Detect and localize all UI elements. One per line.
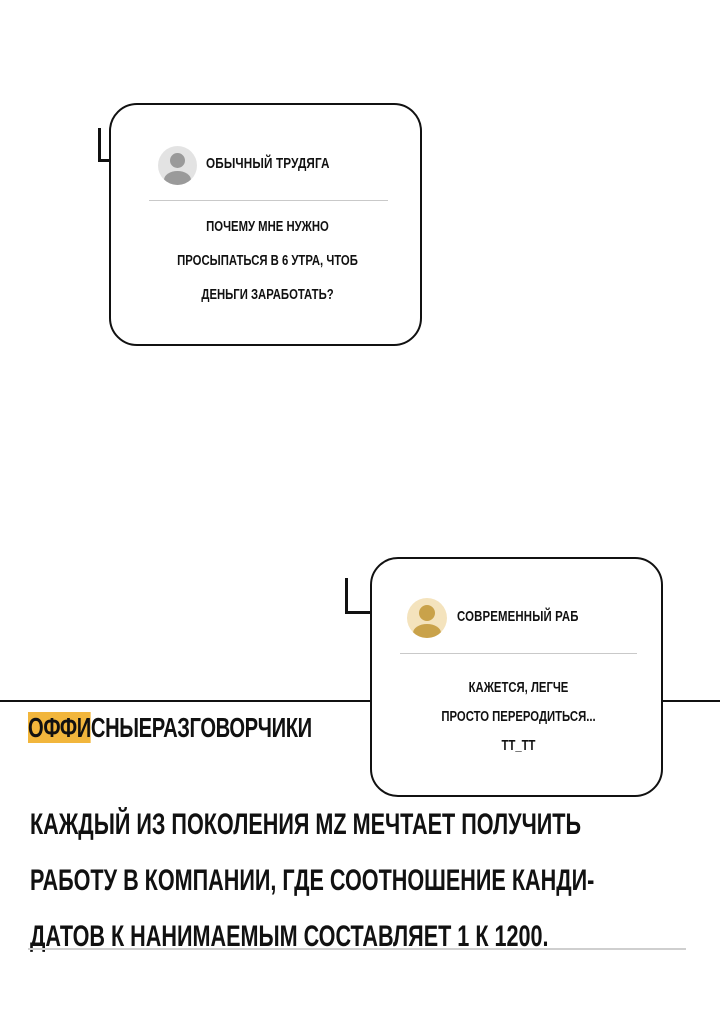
comment-text: КАЖЕТСЯ, ЛЕГЧЕ ПРОСТО ПЕРЕРОДИТЬСЯ... ТТ…	[372, 674, 665, 761]
article-line: КАЖДЫЙ ИЗ ПОКОЛЕНИЯ MZ МЕЧТАЕТ ПОЛУЧИТЬ	[30, 808, 582, 841]
article-underline	[28, 948, 686, 950]
comment-line: КАЖЕТСЯ, ЛЕГЧЕ	[468, 680, 569, 696]
divider	[400, 653, 637, 654]
comment-line: ТТ_ТТ	[501, 738, 536, 754]
article-text: КАЖДЫЙ ИЗ ПОКОЛЕНИЯ MZ МЕЧТАЕТ ПОЛУЧИТЬ …	[30, 797, 594, 965]
user-avatar-icon[interactable]	[407, 598, 447, 638]
divider	[149, 200, 388, 201]
brand-rest: СНЫЕРАЗГОВОРЧИКИ	[90, 712, 312, 743]
comment-text: ПОЧЕМУ МНЕ НУЖНО ПРОСЫПАТЬСЯ В 6 УТРА, Ч…	[111, 210, 424, 312]
comment-line: ДЕНЬГИ ЗАРАБОТАТЬ?	[201, 287, 334, 303]
article-line: РАБОТУ В КОМПАНИИ, ГДЕ СООТНОШЕНИЕ КАНДИ…	[30, 864, 595, 897]
comment-line: ПРОСЫПАТЬСЯ В 6 УТРА, ЧТОБ	[177, 253, 358, 269]
brand-highlight: ОФФИ	[28, 712, 91, 743]
username[interactable]: ОБЫЧНЫЙ ТРУДЯГА	[206, 155, 330, 172]
brand-title: ОФФИСНЫЕРАЗГОВОРЧИКИ	[28, 712, 312, 744]
comment-line: ПОЧЕМУ МНЕ НУЖНО	[206, 219, 329, 235]
user-avatar-icon[interactable]	[158, 146, 197, 185]
article-line: ДАТОВ К НАНИМАЕМЫМ СОСТАВЛЯЕТ 1 К 1200.	[30, 920, 549, 953]
comment-line: ПРОСТО ПЕРЕРОДИТЬСЯ...	[441, 709, 596, 725]
header-rule	[0, 700, 720, 702]
comment-card-1: ОБЫЧНЫЙ ТРУДЯГА ПОЧЕМУ МНЕ НУЖНО ПРОСЫПА…	[109, 103, 422, 346]
comment-card-2: СОВРЕМЕННЫЙ РАБ КАЖЕТСЯ, ЛЕГЧЕ ПРОСТО ПЕ…	[370, 557, 663, 797]
username[interactable]: СОВРЕМЕННЫЙ РАБ	[457, 608, 579, 625]
